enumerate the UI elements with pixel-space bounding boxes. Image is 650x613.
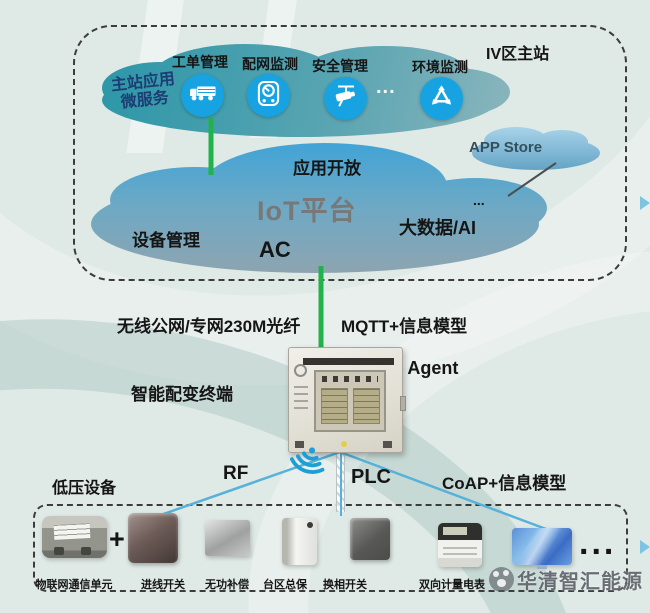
cabinet-hinge bbox=[400, 396, 406, 411]
plus-sign: + bbox=[109, 524, 125, 554]
microservices-name-line2: 微服务 bbox=[120, 89, 170, 112]
cabinet-indicator bbox=[341, 441, 347, 447]
lv-ellipsis: ... bbox=[579, 524, 617, 562]
coap-label: CoAP+信息模型 bbox=[442, 474, 567, 493]
phase-switch-image bbox=[350, 518, 390, 560]
lv-label-meter: 双向计量电表 bbox=[419, 579, 485, 591]
recycle-icon bbox=[429, 84, 454, 114]
comm-unit-foot bbox=[81, 547, 91, 555]
screen-shine bbox=[512, 528, 572, 565]
uplink-right-label: MQTT+信息模型 bbox=[341, 317, 468, 336]
area-protector-image bbox=[282, 518, 317, 565]
plc-label: PLC bbox=[351, 466, 391, 488]
comm-unit-foot bbox=[54, 547, 64, 555]
truck-icon bbox=[189, 84, 217, 107]
comm-unit-image bbox=[42, 516, 107, 558]
meter-line bbox=[443, 547, 477, 549]
terminal-label: 智能配变终端 bbox=[131, 385, 233, 404]
platform-open-label: 应用开放 bbox=[293, 159, 361, 178]
watermark: 华清智汇能源 bbox=[489, 565, 643, 594]
app-label-environment: 环境监测 bbox=[412, 59, 468, 75]
grid-monitoring-app[interactable] bbox=[247, 74, 290, 117]
app-label-work-order: 工单管理 bbox=[172, 54, 228, 70]
microservices-ellipsis: ... bbox=[376, 76, 396, 98]
cabinet-top-strip bbox=[303, 358, 394, 365]
lv-label-area-protector: 台区总保 bbox=[263, 579, 307, 591]
platform-device-mgmt-label: 设备管理 bbox=[132, 231, 200, 250]
lv-section-title: 低压设备 bbox=[52, 480, 117, 497]
screen-stand bbox=[537, 565, 547, 569]
cabinet-foot bbox=[295, 441, 304, 448]
meter-icon bbox=[257, 80, 280, 112]
cabinet-side-text bbox=[294, 386, 308, 412]
reactive-compensation-image bbox=[205, 520, 250, 556]
blue-screen-device-image bbox=[512, 528, 572, 569]
cabinet-foot bbox=[383, 441, 392, 448]
lv-label-incoming-switch: 进线开关 bbox=[141, 579, 185, 591]
area-protector-dot bbox=[307, 522, 313, 528]
watermark-text: 华清智汇能源 bbox=[517, 571, 643, 593]
cabinet-terminals bbox=[322, 376, 378, 382]
cabinet-logo bbox=[294, 364, 307, 377]
app-store-label: APP Store bbox=[469, 139, 543, 156]
platform-bigdata-ellipsis: ... bbox=[473, 192, 485, 208]
lv-label-phase-switch: 换相开关 bbox=[323, 579, 367, 591]
platform-title: IoT平台 bbox=[257, 196, 357, 226]
meter-image bbox=[438, 523, 482, 567]
cabinet-meter bbox=[321, 388, 348, 424]
zone-label: IV区主站 bbox=[486, 46, 550, 63]
master-station-frame bbox=[73, 25, 627, 281]
smart-terminal-image bbox=[288, 347, 406, 453]
app-label-security: 安全管理 bbox=[312, 58, 368, 74]
right-edge-arrow-icon bbox=[640, 540, 650, 554]
right-edge-arrow-icon bbox=[640, 196, 650, 210]
rf-label: RF bbox=[223, 463, 249, 484]
meter-line bbox=[443, 553, 477, 555]
incoming-switch-image bbox=[128, 513, 178, 563]
lv-label-reactive-compensation: 无功补偿 bbox=[205, 579, 249, 591]
meter-display bbox=[443, 527, 467, 535]
security-app[interactable] bbox=[324, 77, 367, 120]
environment-app[interactable] bbox=[420, 77, 463, 120]
work-order-app[interactable] bbox=[181, 74, 224, 117]
platform-bigdata-label: 大数据/AI bbox=[399, 218, 477, 238]
lv-label-comm-unit: 物联网通信单元 bbox=[35, 579, 113, 591]
comm-unit-sticker bbox=[53, 523, 91, 540]
platform-ac-label: AC bbox=[259, 237, 291, 262]
app-label-grid-monitoring: 配网监测 bbox=[242, 56, 298, 72]
cabinet-window bbox=[314, 370, 386, 432]
meter-base bbox=[438, 558, 482, 567]
watermark-logo-icon bbox=[489, 567, 514, 592]
cabinet-meter bbox=[353, 388, 380, 424]
uplink-left-label: 无线公网/专网230M光纤 bbox=[117, 317, 301, 336]
camera-icon bbox=[333, 83, 359, 114]
